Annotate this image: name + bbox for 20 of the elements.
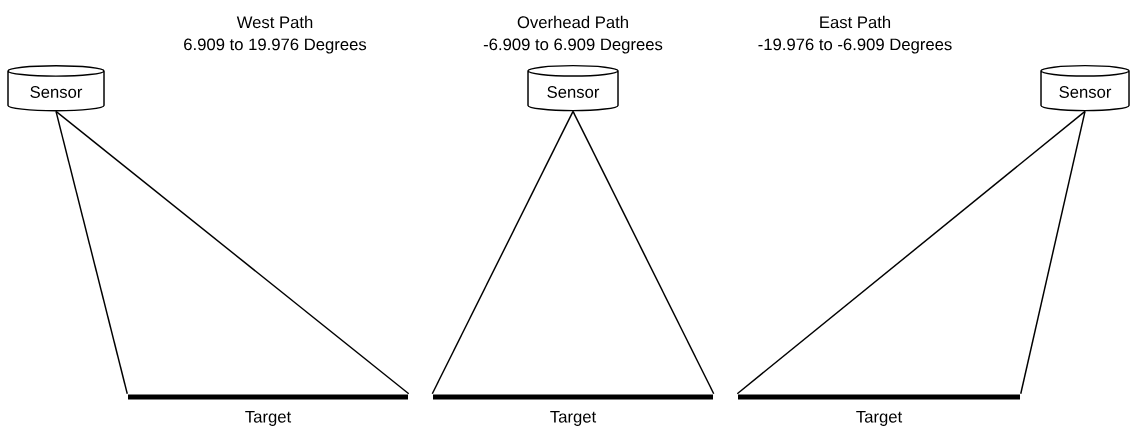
node-label: Target	[245, 411, 292, 426]
target-bar: Target	[738, 394, 1020, 426]
sensor-cylinder: Sensor	[1040, 64, 1130, 112]
line	[572, 110, 715, 395]
heading: -19.976 to -6.909 Degrees	[758, 38, 952, 54]
node-label: Target	[550, 411, 597, 426]
heading: Overhead Path	[517, 15, 628, 29]
heading: East Path	[820, 15, 891, 29]
sensor-cylinder: Sensor	[527, 64, 619, 112]
line	[1020, 110, 1086, 395]
sensor-cylinder: Sensor	[7, 64, 105, 112]
node-label: Target	[856, 411, 903, 426]
heading: West Path	[236, 15, 313, 29]
line	[55, 110, 128, 395]
target-bar: Target	[433, 394, 713, 426]
line	[431, 110, 574, 395]
heading: 6.909 to 19.976 Degrees	[184, 38, 367, 54]
line	[736, 110, 1086, 395]
line	[55, 110, 410, 395]
target-bar: Target	[128, 394, 408, 426]
